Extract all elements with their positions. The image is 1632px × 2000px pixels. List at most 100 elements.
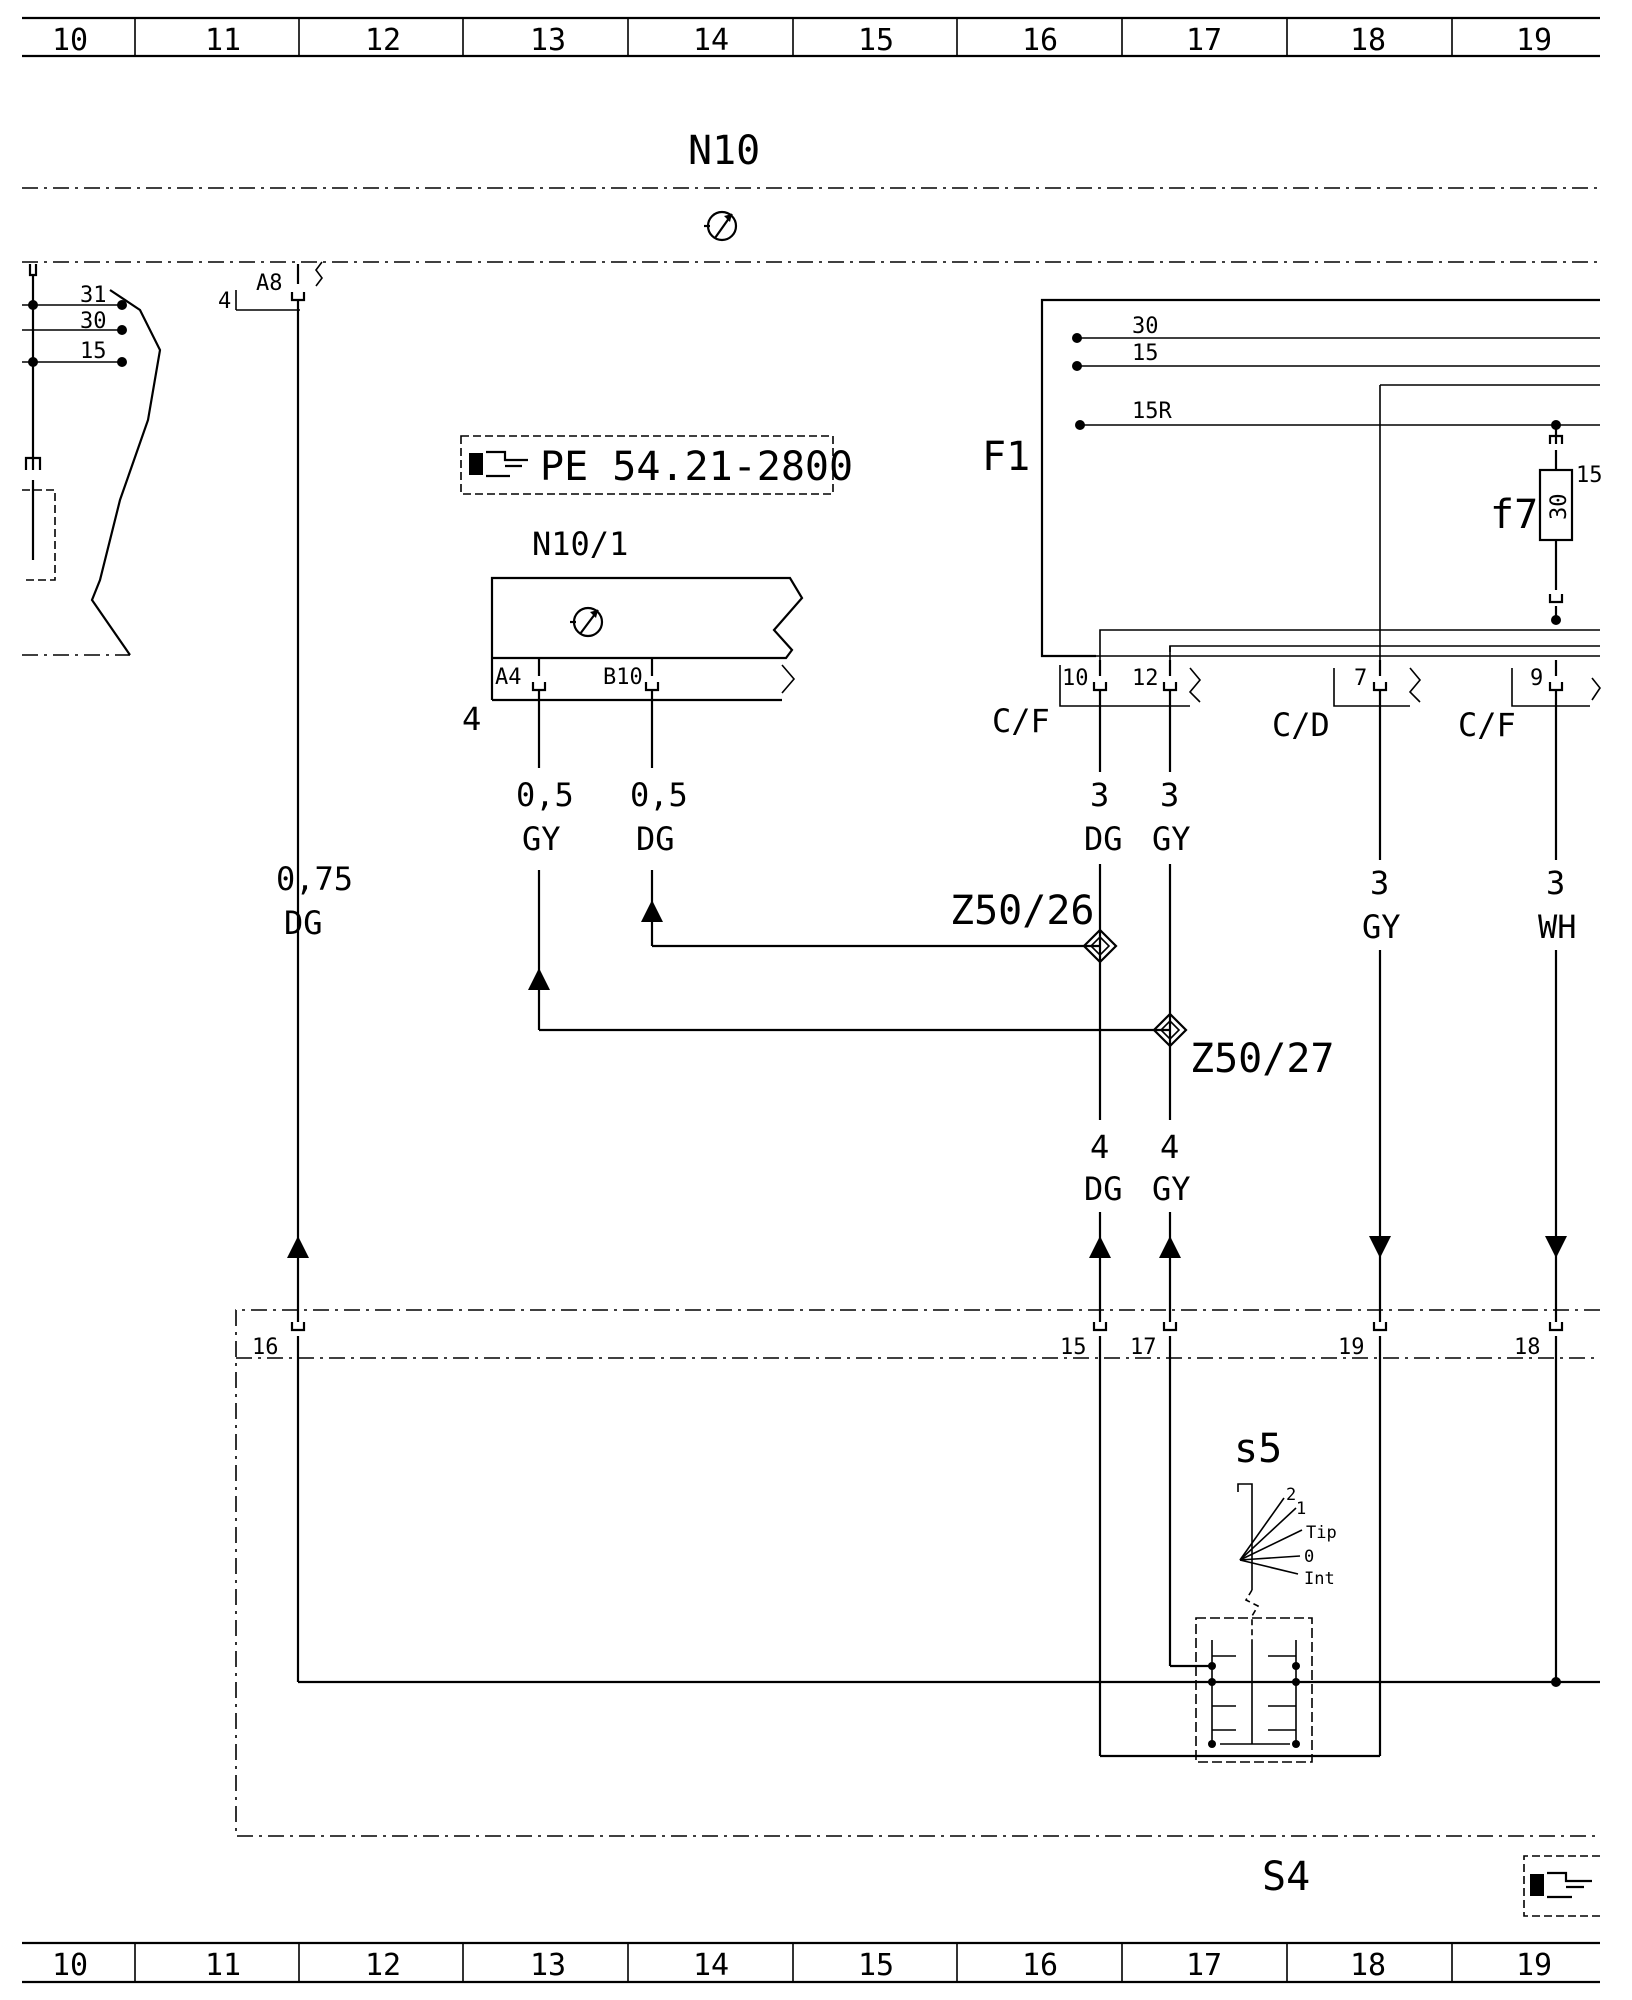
terminal-label: 31 [80,283,107,308]
fuse-rating: 30 [1547,494,1572,521]
wire-size: 0,5 [630,776,688,814]
fuse-f7: f7 30 15 [1490,425,1603,620]
grid-label: 17 [1186,1948,1222,1983]
pin-label: 16 [252,1335,279,1360]
terminal-label: 30 [80,309,107,334]
pin-label: 15 [1060,1335,1087,1360]
wire-size: 0,75 [276,860,353,898]
grid-label: 18 [1350,23,1386,58]
reference-box: PE 54.21-2800 [460,435,853,495]
grid-label: 10 [52,1948,88,1983]
wire-color: DG [1084,1170,1123,1208]
pin-label: 18 [1514,1335,1541,1360]
wire-a8: 0,75 DG [276,300,353,1322]
grid-label: 17 [1186,23,1222,58]
wire-pin-9: 3 WH [1538,690,1577,1322]
switch-position-label: Int [1304,1569,1335,1589]
switch-position-label: Tip [1306,1523,1337,1543]
wire-color: GY [1152,820,1191,858]
grid-label: 15 [858,23,894,58]
connector-label: C/F [992,702,1050,740]
electronic-module-icon [570,606,604,638]
module-f1: F1 30 15 15R [982,298,1600,660]
grid-label: 11 [205,23,241,58]
grid-label: 10 [52,23,88,58]
grid-label: 19 [1516,23,1552,58]
pointing-hand-icon [469,450,528,478]
connector-label: C/D [1272,706,1330,744]
splice-z50-26: Z50/26 [950,888,1118,964]
wire-pin-12: 3 GY 4 GY [1152,690,1191,1322]
grid-label: 13 [530,23,566,58]
grid-label: 12 [365,1948,401,1983]
wire-size: 3 [1546,864,1565,902]
grid-bar-top: 10 11 12 13 14 15 16 17 18 19 [22,16,1600,58]
grid-label: 16 [1022,23,1058,58]
switch-position-label: 0 [1304,1547,1314,1567]
switch-position-label: 2 [1286,1485,1296,1505]
pin-label: A4 [495,665,522,690]
wire-color: DG [636,820,675,858]
grid-label: 15 [858,1948,894,1983]
connector-label: 4 [218,289,231,314]
wire-size: 3 [1090,776,1109,814]
pin-label: 19 [1338,1335,1365,1360]
wire-a4: 0,5 GY [516,690,1170,1032]
switch-s5-label: s5 [1234,1426,1282,1472]
splice-label: Z50/26 [950,888,1095,934]
switch-position-label: 1 [1296,1499,1306,1519]
grid-label: 16 [1022,1948,1058,1983]
wire-size: 4 [1090,1128,1109,1166]
grid-label: 19 [1516,1948,1552,1983]
wire-size: 0,5 [516,776,574,814]
pin-label: 9 [1530,666,1543,691]
grid-label: 14 [693,23,729,58]
wire-size: 3 [1160,776,1179,814]
wire-b10: 0,5 DG [630,690,1100,948]
splice-label: Z50/27 [1190,1036,1335,1082]
f1-connectors: 10 12 C/F 7 C/D 9 C/F [992,660,1601,744]
wire-color: GY [1362,908,1401,946]
module-n10-label: N10 [688,128,760,174]
electronic-module-icon [704,210,738,242]
module-n10: N10 4 A8 [22,128,1600,314]
module-f1-label: F1 [982,434,1030,480]
connector-label: 4 [462,700,481,738]
wire-color: WH [1538,908,1577,946]
fuse-f7-label: f7 [1490,492,1538,538]
fuse-side-label: 15 [1576,463,1603,488]
s4-pin-19: 19 [1338,1322,1388,1756]
switch-s5: s5 2 1 Tip 0 Int [1195,1426,1337,1763]
pin-label: B10 [603,665,643,690]
wire-size: 4 [1160,1128,1179,1166]
wire-color: DG [1084,820,1123,858]
module-n10-1-label: N10/1 [532,525,628,563]
reference-box-partial [1523,1855,1600,1917]
module-n10-1: N10/1 A4 B10 4 [462,525,804,738]
wire-size: 3 [1370,864,1389,902]
splice-z50-27: Z50/27 [1152,1012,1335,1082]
grid-bar-bottom: 10 11 12 13 14 15 16 17 18 19 [22,1941,1600,1984]
pin-label: 7 [1354,666,1367,691]
grid-label: 18 [1350,1948,1386,1983]
pin-label: 12 [1132,666,1159,691]
grid-label: 11 [205,1948,241,1983]
grid-label: 12 [365,23,401,58]
s4-pin-15: 15 [1060,1322,1108,1756]
connector-label: C/F [1458,706,1516,744]
grid-label: 13 [530,1948,566,1983]
module-s4: S4 16 15 17 19 18 [235,1309,1600,1900]
terminal-label: 15 [1132,341,1159,366]
pin-label: A8 [256,271,283,296]
terminal-label: 15R [1132,399,1172,424]
n10-pin-a8: 4 A8 [218,261,323,314]
s4-pin-18: 18 [1514,1322,1564,1682]
s4-pin-17: 17 [1130,1322,1178,1666]
pin-label: 17 [1130,1335,1157,1360]
left-partial-module: 31 30 15 [22,264,162,656]
terminal-label: 15 [80,339,107,364]
s4-pin-16: 16 [252,1322,306,1682]
pointing-hand-icon [1530,1871,1592,1899]
reference-text: PE 54.21-2800 [540,444,853,490]
